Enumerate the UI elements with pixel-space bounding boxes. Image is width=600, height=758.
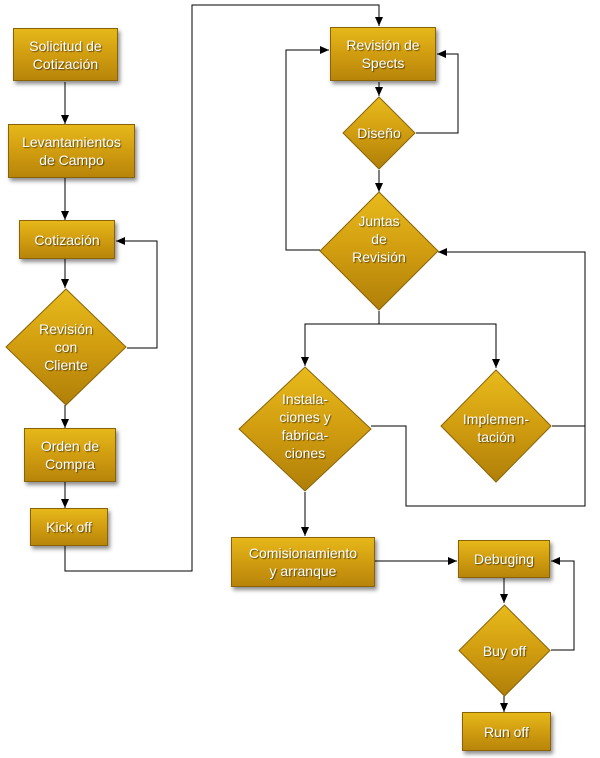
node-comisionamiento: Comisionamiento y arranque	[231, 537, 375, 587]
node-kick-off: Kick off	[30, 508, 108, 546]
node-label: Buy off	[482, 642, 527, 659]
arrow-buyoff-loop	[551, 557, 575, 651]
node-label: Revisión de Spects	[346, 37, 420, 71]
node-implementacion: Implemen- tación	[440, 369, 552, 483]
node-solicitud-cotizacion: Solicitud de Cotización	[13, 28, 118, 81]
node-label: Kick off	[46, 519, 92, 535]
node-label: Diseño	[357, 125, 401, 141]
node-label: Comisionamiento y arranque	[248, 545, 358, 579]
node-label: Orden de Compra	[40, 438, 100, 472]
arrow-kickoff-to-revision-specs	[64, 4, 383, 572]
arrow-juntas-to-implementacion	[379, 323, 500, 368]
arrow-implementacion-feedback	[438, 248, 586, 427]
node-debuging: Debuging	[458, 540, 550, 578]
arrow-juntas-to-instalaciones	[301, 311, 380, 366]
node-label: Solicitud de Cotización	[29, 37, 102, 72]
node-label: Levantamientos de Campo	[22, 134, 121, 168]
node-diseno: Diseño	[342, 96, 416, 170]
node-cotizacion: Cotización	[19, 220, 115, 259]
node-label: Cotización	[34, 231, 100, 248]
node-label: Implemen- tación	[462, 411, 530, 445]
node-levantamientos-campo: Levantamientos de Campo	[8, 124, 135, 178]
node-juntas-revision: Juntas de Revisión	[319, 191, 439, 311]
node-label: Revisión con Cliente	[39, 321, 93, 373]
node-orden-compra: Orden de Compra	[24, 428, 116, 482]
node-revision-cliente: Revisión con Cliente	[5, 288, 127, 406]
arrow-diseno-loop	[416, 50, 459, 134]
node-revision-specs: Revisión de Spects	[330, 27, 436, 81]
node-label: Run off	[484, 723, 529, 740]
arrow-revision-cliente-loop	[116, 237, 158, 349]
node-run-off: Run off	[462, 712, 551, 751]
arrow-instalaciones-feedback	[371, 425, 586, 507]
node-buy-off: Buy off	[458, 604, 551, 697]
node-label: Instala- ciones y fabrica- ciones	[279, 391, 331, 461]
node-label: Juntas de Revisión	[352, 213, 406, 265]
node-instalaciones: Instala- ciones y fabrica- ciones	[238, 366, 372, 492]
arrow-juntas-loop	[285, 46, 329, 251]
node-label: Debuging	[474, 551, 534, 567]
